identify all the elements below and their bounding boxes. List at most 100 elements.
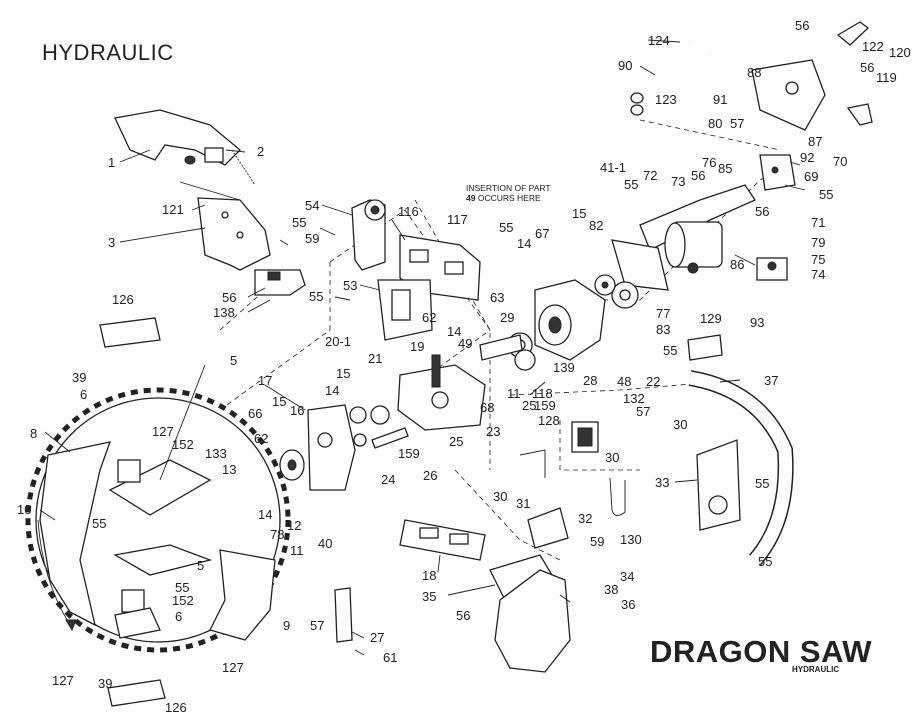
part-label: 138 (213, 305, 235, 320)
part-label: 38 (604, 582, 618, 597)
part-label: 26 (423, 468, 437, 483)
part-label: 14 (517, 236, 531, 251)
part-8-guard (39, 441, 112, 627)
part-label: 11 (507, 386, 521, 401)
part-number-labels: 1 2 3 121 54 116 55 59 117 56 138 55 53 … (17, 18, 911, 715)
part-88-bracket (751, 59, 826, 131)
part-label: 24 (381, 472, 395, 487)
part-label: 59 (305, 231, 319, 246)
part-label: 77 (656, 306, 670, 321)
part-label: 133 (205, 446, 227, 461)
part-label: 20-1 (325, 334, 351, 349)
part-label: 15 (572, 206, 586, 221)
part-label: 61 (383, 650, 397, 665)
part-label: 17 (258, 373, 272, 388)
part-label: 152 (172, 437, 194, 452)
part-label: 21 (368, 351, 382, 366)
part-label: 1 (108, 155, 115, 170)
part-label: 159 (534, 398, 556, 413)
part-label: 25 (522, 398, 536, 413)
part-label: 29 (500, 310, 514, 325)
part-label: 55 (755, 476, 769, 491)
part-label: 88 (747, 65, 761, 80)
part-label: 6 (80, 387, 87, 402)
part-label: 8 (30, 426, 37, 441)
part-130-line (609, 477, 626, 516)
part-label: 124 (648, 33, 670, 48)
leader-lines (39, 39, 806, 656)
part-label: 74 (811, 267, 825, 282)
part-label: 55 (663, 343, 677, 358)
part-label: 15 (272, 394, 286, 409)
part-label: 139 (553, 360, 575, 375)
part-label: 55 (819, 187, 833, 202)
part-label: 57 (310, 618, 324, 633)
part-label: 56 (795, 18, 809, 33)
part-32-bracket (527, 507, 569, 549)
part-21-pin (431, 354, 441, 388)
part-label: 120 (889, 45, 911, 60)
part-label: 56 (456, 608, 470, 623)
part-label: 55 (92, 516, 106, 531)
part-label: 56 (860, 60, 874, 75)
part-label: 59 (590, 534, 604, 549)
part-label: 69 (804, 169, 818, 184)
part-15-hub (279, 449, 305, 481)
part-36-plate (494, 569, 571, 673)
part-label: 119 (876, 70, 897, 85)
part-label: 55 (309, 289, 323, 304)
part-label: 56 (691, 168, 705, 183)
part-33-plate (696, 439, 741, 531)
part-126-plate-top (99, 317, 161, 348)
part-label: 116 (398, 204, 419, 219)
part-label: 6 (175, 609, 182, 624)
part-3-plate (179, 181, 271, 271)
part-label: 55 (292, 215, 306, 230)
part-label: 23 (486, 424, 500, 439)
part-label: 18 (422, 568, 436, 583)
part-label: 28 (583, 373, 597, 388)
part-label: 22 (646, 374, 660, 389)
part-label: 55 (499, 220, 513, 235)
part-label: 53 (343, 278, 357, 293)
part-label: 37 (764, 373, 778, 388)
part-label: 54 (305, 198, 319, 213)
part-label: 72 (643, 168, 657, 183)
part-label: 48 (617, 374, 631, 389)
part-label: 127 (152, 424, 174, 439)
part-label: 55 (758, 554, 772, 569)
part-24-shaft (371, 427, 409, 449)
part-label: 41-1 (600, 160, 626, 175)
part-label: 14 (325, 383, 339, 398)
part-label: 159 (398, 446, 420, 461)
part-label: 83 (656, 322, 670, 337)
part-label: 33 (655, 475, 669, 490)
part-label: 66 (248, 406, 262, 421)
brand-subtitle: HYDRAULIC (792, 665, 840, 674)
part-label: 78 (270, 527, 284, 542)
part-120-blade (836, 21, 870, 46)
part-label: 126 (112, 292, 134, 307)
part-label: 19 (410, 339, 424, 354)
part-5-clamp-lower (113, 544, 213, 639)
part-label: 27 (370, 630, 384, 645)
part-72-mount-plate (611, 239, 669, 291)
part-label: 11 (290, 543, 304, 558)
part-label: 30 (493, 489, 507, 504)
insertion-note-line2-text: OCCURS HERE (477, 193, 541, 203)
part-label: 80 (708, 116, 722, 131)
part-53-plate (377, 279, 433, 341)
part-label: 15 (336, 366, 350, 381)
part-label: 31 (516, 496, 530, 511)
part-49-shaft (479, 334, 523, 361)
part-label: 32 (578, 511, 592, 526)
part-label: 62 (422, 310, 436, 325)
part-label: 16 (290, 403, 304, 418)
part-label: 126 (165, 700, 187, 715)
part-label: 5 (230, 353, 237, 368)
part-label: 91 (713, 92, 727, 107)
part-label: 14 (447, 324, 461, 339)
part-128-clamp (571, 421, 599, 453)
insertion-note-line1: INSERTION OF PART (466, 183, 551, 193)
part-label: 70 (833, 154, 847, 169)
